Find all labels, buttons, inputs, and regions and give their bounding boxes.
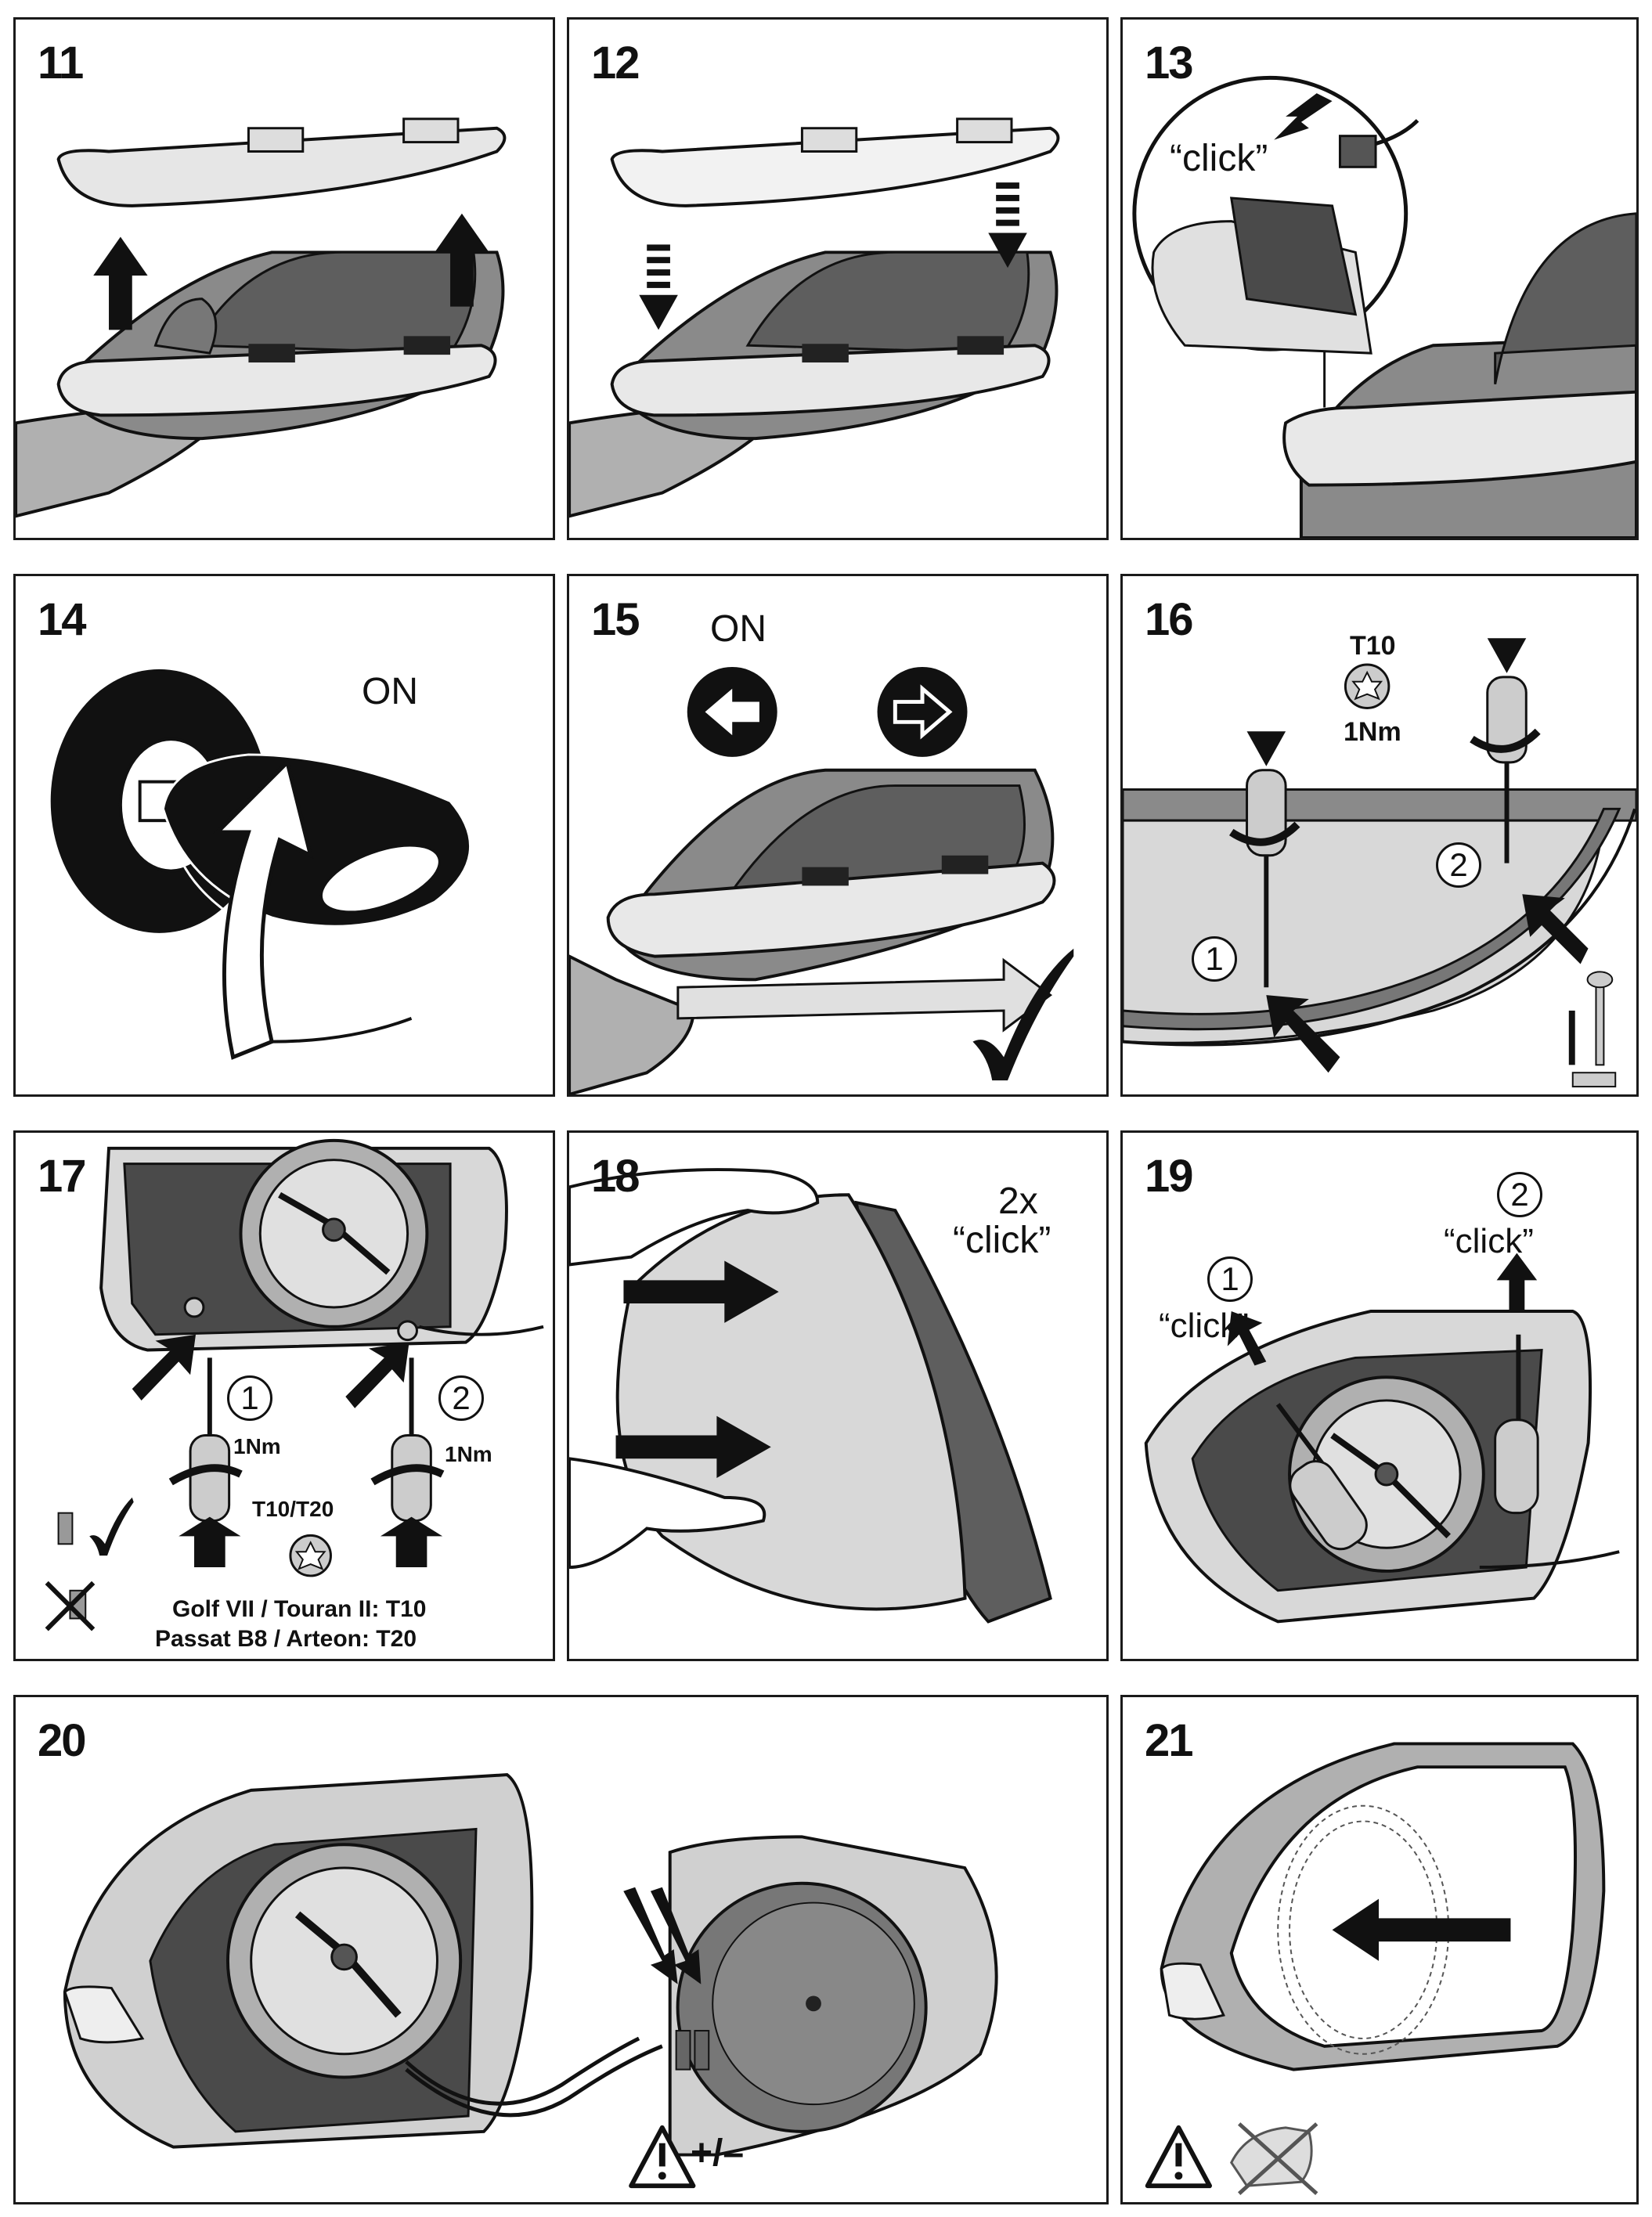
- step-11-panel: 11: [13, 17, 555, 540]
- mirror-glass-clips-illustration: [1144, 1253, 1620, 1624]
- check-icon: [972, 948, 1074, 1081]
- torx-bit-label: T10: [1350, 631, 1396, 661]
- dashed-arrow-down-icon: [639, 244, 678, 330]
- screw-icon: [1568, 971, 1617, 1088]
- click-label: “click”: [1170, 138, 1268, 179]
- warning-triangle-icon: [629, 2125, 696, 2189]
- clip-marker-2: 2: [1497, 1172, 1542, 1217]
- torque-right-label: 1Nm: [445, 1442, 492, 1466]
- rotate-screwdriver-icon: [168, 1357, 243, 1568]
- click-label-1: “click”: [1159, 1307, 1249, 1345]
- screw-marker-2: 2: [438, 1375, 484, 1421]
- ignition-key-icon: [50, 669, 472, 1060]
- screw-tightening-illustration: [1123, 638, 1636, 1088]
- arrow-up-icon: [93, 236, 148, 330]
- dashed-arrow-down-icon: [988, 182, 1027, 269]
- step-number: 15: [591, 594, 640, 645]
- click-count-label: 2x: [998, 1181, 1038, 1222]
- screw-marker-1: 1: [1192, 936, 1237, 982]
- ignition-on-label: ON: [710, 608, 766, 650]
- step-12-panel: 12: [567, 17, 1109, 540]
- step-number: 18: [591, 1151, 640, 1202]
- step-19-panel: 19 1 “click” 2 “click”: [1120, 1130, 1639, 1661]
- step-13-panel: 13 “click”: [1120, 17, 1639, 540]
- arrow-up-icon: [435, 213, 489, 307]
- rotate-screwdriver-icon: [1228, 731, 1300, 988]
- step-number: 14: [38, 594, 86, 645]
- step-17-panel: 17 1 2 1Nm 1Nm T10/T20 Golf VII / Touran…: [13, 1130, 555, 1661]
- check-icon: [57, 1497, 134, 1556]
- turn-signal-right-icon: [877, 666, 968, 757]
- step-18-panel: 18 2x “click”: [567, 1130, 1109, 1661]
- turn-signal-left-icon: [687, 666, 777, 757]
- click-label-2: “click”: [1444, 1222, 1534, 1260]
- no-tool-icon: [45, 1581, 96, 1631]
- rotate-screwdriver-icon: [1470, 638, 1541, 863]
- step-number: 19: [1145, 1151, 1193, 1202]
- torx-icon: [289, 1534, 332, 1577]
- mirror-glass-fitted-illustration: [1145, 1742, 1606, 2195]
- connector-plug-illustration: [1132, 75, 1636, 538]
- step-number: 13: [1145, 38, 1193, 88]
- step-14-panel: 14 ON: [13, 574, 555, 1097]
- screw-marker-1: 1: [227, 1375, 272, 1421]
- step-number: 11: [38, 38, 84, 88]
- torx-size-label: T10/T20: [252, 1497, 334, 1521]
- mirror-indicator-insertion-illustration: [569, 117, 1060, 518]
- mirror-glass-press-illustration: [569, 1168, 1052, 1624]
- turn-signal-check-illustration: [569, 666, 1074, 1094]
- step-number: 21: [1145, 1715, 1193, 1766]
- torx-icon: [1344, 663, 1390, 709]
- torque-left-label: 1Nm: [233, 1434, 281, 1458]
- mirror-indicator-removal-illustration: [16, 117, 507, 518]
- model-caption-line-1: Golf VII / Touran II: T10: [172, 1596, 427, 1622]
- screw-marker-2: 2: [1436, 842, 1481, 888]
- model-caption-line-2: Passat B8 / Arteon: T20: [155, 1626, 417, 1652]
- polarity-label: +/–: [691, 2132, 745, 2174]
- clip-marker-1: 1: [1207, 1256, 1253, 1302]
- mirror-glass-screw-illustration: [45, 1138, 544, 1631]
- heater-connection-illustration: [63, 1773, 998, 2189]
- step-number: 17: [38, 1151, 86, 1202]
- click-label: “click”: [953, 1220, 1051, 1261]
- step-number: 20: [38, 1715, 86, 1766]
- ignition-on-label: ON: [362, 671, 418, 712]
- step-number: 16: [1145, 594, 1193, 645]
- step-21-panel: 21: [1120, 1695, 1639, 2204]
- step-16-panel: 16 T10 1Nm 1 2: [1120, 574, 1639, 1097]
- rotate-screwdriver-icon: [370, 1357, 445, 1568]
- warning-triangle-icon: [1145, 2125, 1212, 2189]
- step-15-panel: 15 ON: [567, 574, 1109, 1097]
- no-heating-icon: [1230, 2122, 1318, 2195]
- torque-value-label: 1Nm: [1344, 717, 1401, 747]
- step-number: 12: [591, 38, 640, 88]
- connector-icon: [1338, 119, 1419, 168]
- step-20-panel: 20 +/–: [13, 1695, 1109, 2204]
